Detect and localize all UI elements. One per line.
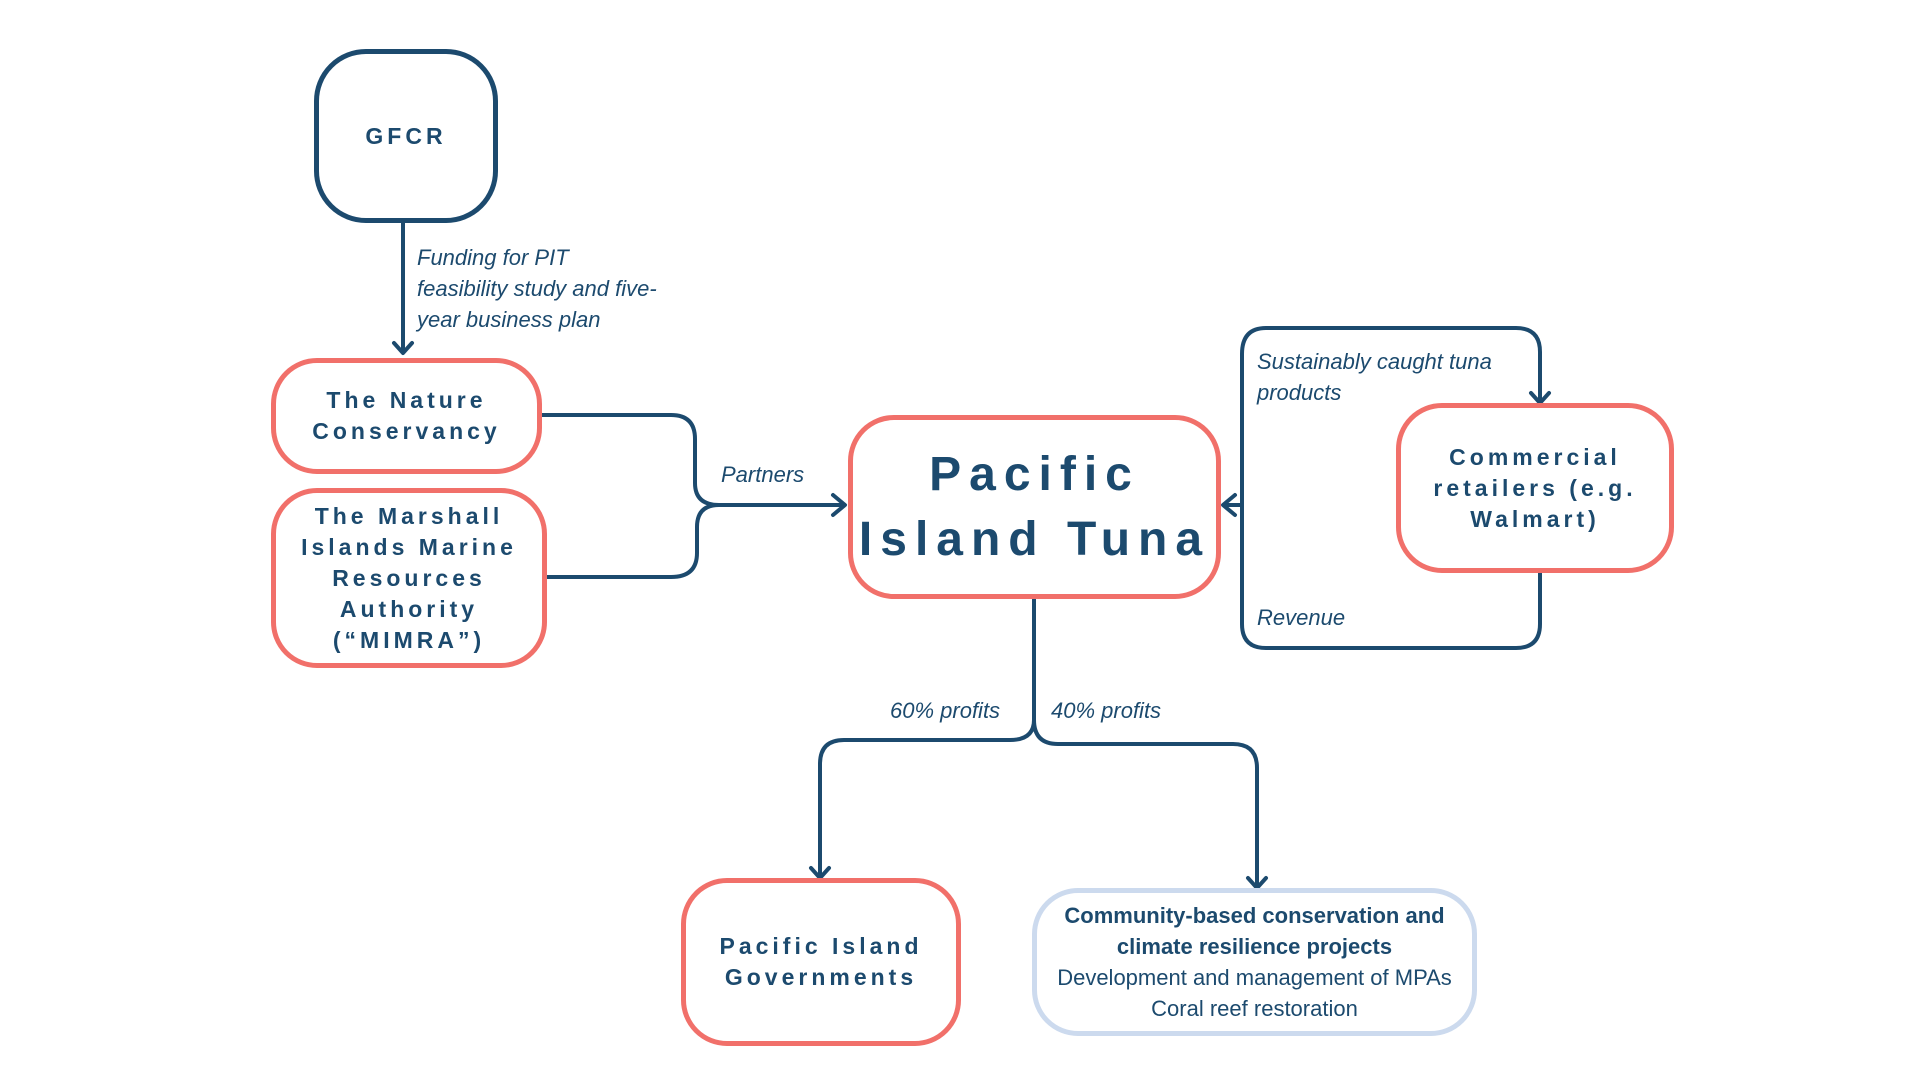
mpa-development-line: Development and management of MPAs bbox=[1057, 965, 1452, 990]
mimra-node: The Marshall Islands Marine Resources Au… bbox=[271, 488, 547, 668]
pacific-island-tuna-node: Pacific Island Tuna bbox=[848, 415, 1221, 599]
partners-edge-label: Partners bbox=[721, 462, 805, 487]
connector-tnc-to-pit bbox=[540, 413, 845, 507]
connector-retailers-to-pit bbox=[1226, 503, 1542, 650]
sixty-percent-profits-label: 60% profits bbox=[890, 698, 1001, 723]
mimra-label: The Marshall Islands Marine Resources Au… bbox=[301, 502, 517, 653]
coral-reef-restoration-line: Coral reef restoration bbox=[1151, 996, 1358, 1021]
forty-percent-profits-label: 40% profits bbox=[1051, 698, 1162, 723]
connector-to-community bbox=[1032, 718, 1259, 888]
gfcr-node: GFCR bbox=[314, 49, 498, 223]
commercial-retailers-label: Commercial retailers (e.g. Walmart) bbox=[1433, 443, 1637, 532]
arrowhead-tnc-icon bbox=[392, 341, 414, 355]
community-projects-node: Community-based conservation and climate… bbox=[1032, 888, 1477, 1036]
pacific-island-tuna-label: Pacific Island Tuna bbox=[858, 448, 1211, 566]
community-projects-title: Community-based conservation and climate… bbox=[1064, 903, 1445, 959]
arrowhead-pit-left-icon bbox=[831, 493, 847, 517]
the-nature-conservancy-node: The Nature Conservancy bbox=[271, 358, 542, 474]
gfcr-label: GFCR bbox=[365, 122, 447, 149]
pacific-island-governments-label: Pacific Island Governments bbox=[719, 933, 923, 990]
connector-to-governments bbox=[818, 718, 1036, 878]
the-nature-conservancy-label: The Nature Conservancy bbox=[312, 387, 501, 444]
connector-pit-to-retailers bbox=[1240, 326, 1542, 507]
revenue-edge-label: Revenue bbox=[1257, 605, 1346, 630]
funding-edge-label: Funding for PIT feasibility study and fi… bbox=[417, 245, 657, 332]
products-edge-label: Sustainably caught tuna products bbox=[1257, 349, 1492, 405]
arrowhead-pit-right-icon bbox=[1221, 493, 1237, 517]
commercial-retailers-node: Commercial retailers (e.g. Walmart) bbox=[1396, 403, 1674, 573]
pacific-island-governments-node: Pacific Island Governments bbox=[681, 878, 961, 1046]
connector-mimra-to-pit bbox=[544, 503, 721, 579]
